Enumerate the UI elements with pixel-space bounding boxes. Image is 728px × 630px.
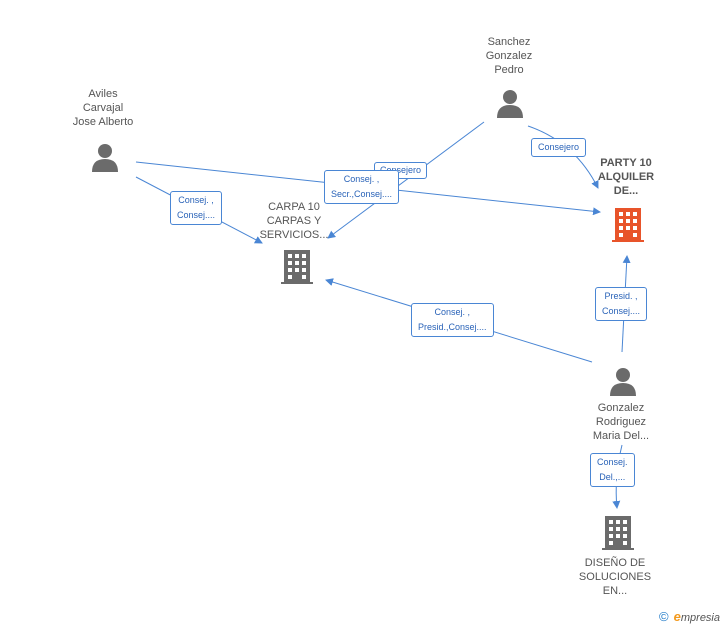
- company-label-diseno[interactable]: DISEÑO DE SOLUCIONES EN...: [578, 557, 652, 597]
- person-icon[interactable]: [608, 366, 638, 396]
- brand-logo-initial: e: [673, 609, 681, 624]
- edge-label-sanchez-party10-b[interactable]: Consejero: [531, 138, 587, 157]
- copyright-footer: © empresia: [659, 609, 720, 624]
- building-icon[interactable]: [281, 248, 313, 284]
- edge-label-gonzalez-carpa10[interactable]: Consej. , Presid.,Consej....: [411, 303, 494, 337]
- brand-name: mpresia: [680, 612, 720, 624]
- person-label-sanchez[interactable]: Sanchez Gonzalez Pedro: [485, 36, 533, 76]
- building-icon[interactable]: [612, 206, 644, 242]
- person-icon[interactable]: [90, 142, 120, 172]
- edge-label-multi-carpa10[interactable]: Consej. , Secr.,Consej....: [324, 170, 400, 204]
- person-label-gonzalez[interactable]: Gonzalez Rodriguez Maria Del...: [592, 402, 650, 442]
- person-icon[interactable]: [495, 88, 525, 118]
- company-label-party10[interactable]: PARTY 10 ALQUILER DE...: [597, 157, 655, 197]
- building-icon[interactable]: [602, 514, 634, 550]
- edge-label-gonzalez-party10[interactable]: Presid. , Consej....: [595, 287, 648, 321]
- edge-label-gonzalez-diseno[interactable]: Consej. Del.,...: [590, 453, 635, 487]
- edge-sanchez-carpa10: [327, 121, 485, 239]
- edge-label-aviles-carpa10[interactable]: Consej. , Consej....: [170, 191, 223, 225]
- copyright-icon: ©: [658, 609, 669, 624]
- company-label-carpa10[interactable]: CARPA 10 CARPAS Y SERVICIOS...: [259, 201, 329, 241]
- person-label-aviles[interactable]: Aviles Carvajal Jose Alberto: [72, 88, 134, 128]
